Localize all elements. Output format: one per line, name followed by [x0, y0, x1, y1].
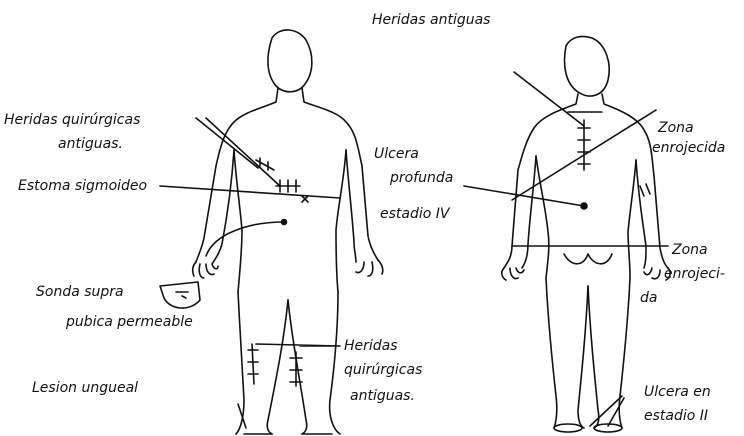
label-suprapubic-catheter-line2: pubica permeable: [66, 314, 193, 330]
label-red-zone-upper-line1: Zona: [658, 120, 694, 136]
label-deep-ulcer-line2: profunda: [390, 170, 453, 186]
label-leg-surgical-wounds-line2: quirúrgicas: [344, 362, 422, 378]
label-ulcer-stage-ii-line2: estadio II: [644, 408, 708, 424]
label-catheter-line2: pubica permeable: [66, 314, 193, 330]
label-sigmoid-stoma: Estoma sigmoideo: [18, 178, 147, 194]
label-red-zone-upper-line2-text: enrojecida: [652, 140, 725, 156]
label-old-wounds-back: Heridas antiguas: [372, 12, 490, 28]
label-surgical-wounds-line1: Heridas quirúrgicas: [4, 112, 140, 128]
label-red-zone-lower: Zona: [672, 242, 708, 258]
label-ulcer-iv-line2: profunda: [390, 170, 453, 186]
front-leader-lines: [160, 118, 340, 428]
label-ulcer-ii-line2: estadio II: [644, 408, 708, 424]
label-red-zone-lower-line3-text: da: [640, 290, 657, 306]
label-red-zone-upper: Zona: [658, 120, 694, 136]
label-suprapubic-catheter: Sonda supra: [36, 284, 124, 300]
label-surgical-wounds-old: Heridas quirúrgicas: [4, 112, 140, 128]
label-catheter-line1: Sonda supra: [36, 284, 124, 300]
label-deep-ulcer-line3: estadio IV: [380, 206, 449, 222]
label-old-wounds-back-text: Heridas antiguas: [372, 12, 490, 28]
label-nail-lesion: Lesion ungueal: [32, 380, 138, 396]
label-leg-surgical-wounds: Heridas: [344, 338, 398, 354]
label-red-zone-lower-line3: da: [640, 290, 657, 306]
label-red-zone-lower-line2: enrojeci-: [664, 266, 725, 282]
label-surgical-wounds-line2: antiguas.: [58, 136, 123, 152]
label-ulcer-stage-ii: Ulcera en: [644, 384, 711, 400]
label-nail-lesion-text: Lesion ungueal: [32, 380, 138, 396]
label-ulcer-ii-line1: Ulcera en: [644, 384, 711, 400]
label-leg-wounds-line2: quirúrgicas: [344, 362, 422, 378]
back-leader-lines: [464, 72, 668, 426]
label-surgical-wounds-old-line2: antiguas.: [58, 136, 123, 152]
label-red-zone-lower-line1: Zona: [672, 242, 708, 258]
label-red-zone-upper-line2: enrojecida: [652, 140, 725, 156]
label-leg-wounds-line1: Heridas: [344, 338, 398, 354]
label-leg-surgical-wounds-line3: antiguas.: [350, 388, 415, 404]
label-ulcer-iv-line3: estadio IV: [380, 206, 449, 222]
label-red-zone-lower-line2-text: enrojeci-: [664, 266, 725, 282]
label-deep-ulcer: Ulcera: [374, 146, 419, 162]
label-ulcer-iv-line1: Ulcera: [374, 146, 419, 162]
label-leg-wounds-line3: antiguas.: [350, 388, 415, 404]
label-sigmoid-stoma-text: Estoma sigmoideo: [18, 178, 147, 194]
back-body-outline: [502, 36, 670, 432]
